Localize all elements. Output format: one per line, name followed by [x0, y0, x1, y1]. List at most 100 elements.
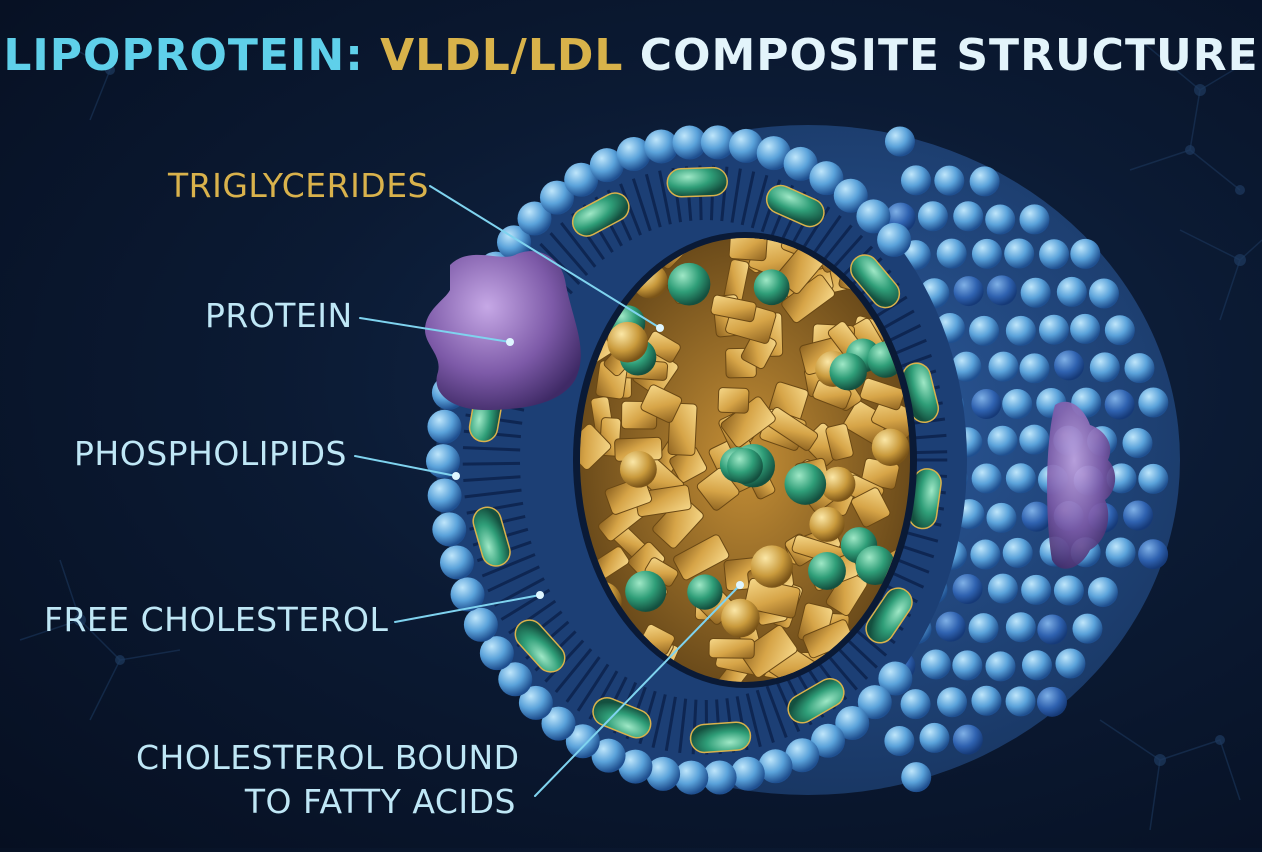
- surface-head: [1037, 687, 1067, 717]
- surface-head: [1021, 575, 1051, 605]
- label-free-cholesterol: FREE CHOLESTEROL: [44, 600, 388, 639]
- surface-head: [1022, 502, 1052, 532]
- cholesteryl-ester-sphere: [727, 448, 763, 484]
- surface-head: [1072, 614, 1102, 644]
- surface-head: [937, 687, 967, 717]
- lipid-sphere: [872, 429, 909, 466]
- surface-head: [934, 166, 964, 196]
- surface-head: [988, 352, 1018, 382]
- surface-head: [1039, 239, 1069, 269]
- surface-head: [970, 540, 1000, 570]
- cholesteryl-ester-sphere: [830, 353, 867, 390]
- lipid-sphere: [751, 545, 793, 587]
- surface-head: [921, 649, 951, 679]
- label-phospholipids: PHOSPHOLIPIDS: [74, 434, 347, 473]
- surface-head: [953, 574, 983, 604]
- surface-head: [1057, 277, 1087, 307]
- cholesteryl-ester-sphere: [784, 463, 826, 505]
- surface-head: [971, 686, 1001, 716]
- cholesterol-capsule: [690, 721, 752, 753]
- surface-head: [972, 463, 1002, 493]
- surface-head: [1020, 353, 1050, 383]
- surface-head: [985, 651, 1015, 681]
- label-cholesterol-bound: CHOLESTEROL BOUND TO FATTY ACIDS: [136, 736, 516, 824]
- surface-head: [884, 726, 914, 756]
- label-cholesterol-bound-line1: CHOLESTEROL BOUND: [136, 736, 516, 780]
- page-title: LIPOPROTEIN: VLDL/LDL COMPOSITE STRUCTUR…: [0, 30, 1262, 81]
- surface-head: [1106, 538, 1136, 568]
- surface-head: [1124, 353, 1154, 383]
- rim-head: [427, 410, 461, 444]
- surface-head: [1123, 500, 1153, 530]
- surface-head: [936, 612, 966, 642]
- surface-head: [901, 762, 931, 792]
- surface-head: [1138, 539, 1168, 569]
- lipid-sphere: [607, 322, 648, 363]
- lipid-sphere: [721, 599, 760, 638]
- surface-head: [971, 389, 1001, 419]
- surface-head: [1037, 615, 1067, 645]
- surface-head: [1138, 464, 1168, 494]
- title-part-lipoprotein: LIPOPROTEIN:: [3, 30, 363, 81]
- surface-head: [885, 126, 915, 156]
- surface-head: [1006, 316, 1036, 346]
- surface-head: [937, 239, 967, 269]
- surface-head: [970, 166, 1000, 196]
- surface-head: [1054, 575, 1084, 605]
- rim-head: [480, 636, 514, 670]
- surface-head: [1019, 204, 1049, 234]
- rim-head: [428, 478, 462, 512]
- title-part-vldl-ldl: VLDL/LDL: [380, 30, 623, 81]
- surface-head: [972, 239, 1002, 269]
- surface-head: [901, 165, 931, 195]
- surface-head: [1003, 538, 1033, 568]
- surface-head: [1138, 387, 1168, 417]
- surface-head: [1022, 650, 1052, 680]
- surface-head: [953, 725, 983, 755]
- surface-head: [1039, 315, 1069, 345]
- surface-head: [953, 201, 983, 231]
- surface-head: [918, 201, 948, 231]
- surface-head: [988, 574, 1018, 604]
- surface-head: [1021, 278, 1051, 308]
- cholesterol-capsule: [667, 167, 728, 197]
- surface-head: [1123, 428, 1153, 458]
- surface-head: [1054, 350, 1084, 380]
- surface-head: [1088, 577, 1118, 607]
- surface-head: [1019, 425, 1049, 455]
- apolipoprotein-left: [425, 251, 581, 410]
- cholesteryl-ester-sphere: [754, 269, 790, 305]
- surface-head: [1105, 315, 1135, 345]
- surface-head: [1070, 314, 1100, 344]
- rim-head: [432, 512, 466, 546]
- surface-head: [1070, 239, 1100, 269]
- label-protein: PROTEIN: [205, 296, 353, 335]
- cholesteryl-ester-sphere: [625, 571, 666, 612]
- lipid-sphere: [620, 451, 657, 488]
- surface-head: [1089, 279, 1119, 309]
- cholesteryl-ester-sphere: [687, 574, 722, 609]
- surface-head: [1006, 463, 1036, 493]
- surface-head: [952, 650, 982, 680]
- surface-head: [986, 503, 1016, 533]
- surface-head: [987, 275, 1017, 305]
- surface-head: [1105, 390, 1135, 420]
- label-triglycerides: TRIGLYCERIDES: [168, 166, 429, 205]
- surface-head: [1055, 648, 1085, 678]
- surface-head: [969, 316, 999, 346]
- surface-head: [969, 613, 999, 643]
- surface-head: [1004, 238, 1034, 268]
- rim-head: [440, 545, 474, 579]
- cholesteryl-ester-sphere: [668, 263, 711, 306]
- title-part-structure: COMPOSITE STRUCTURE: [640, 30, 1259, 81]
- rim-head: [877, 223, 911, 257]
- surface-head: [919, 723, 949, 753]
- triglyceride-block: [718, 387, 749, 413]
- surface-head: [901, 689, 931, 719]
- lipid-sphere: [809, 507, 844, 542]
- rim-head: [464, 608, 498, 642]
- triglyceride-block: [709, 638, 754, 658]
- surface-head: [1090, 352, 1120, 382]
